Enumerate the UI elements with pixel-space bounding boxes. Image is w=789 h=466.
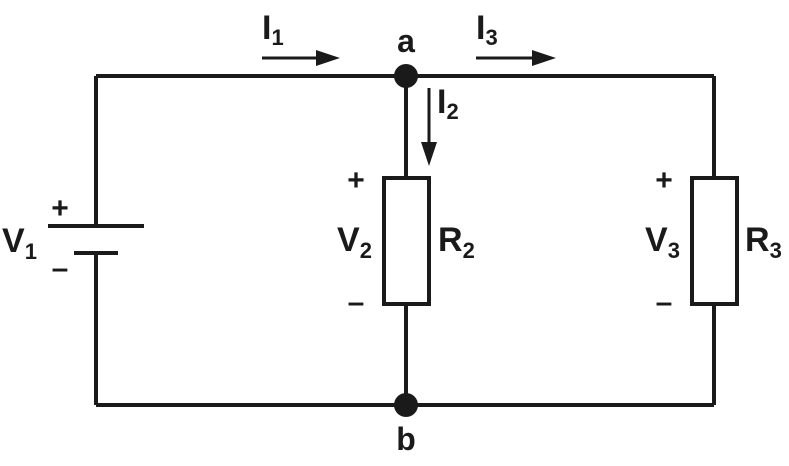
v3-label: V3 bbox=[645, 221, 680, 263]
resistor-r3 bbox=[690, 176, 739, 306]
branch-3-labels: + V3 – R3 bbox=[645, 164, 782, 319]
current-i1-arrow-head bbox=[316, 50, 340, 66]
v3-plus: + bbox=[655, 164, 673, 197]
current-i1: I1 bbox=[262, 9, 340, 66]
node-b-label: b bbox=[396, 421, 416, 457]
resistor-r2 bbox=[382, 176, 431, 306]
source-v1-label: V1 bbox=[2, 222, 37, 264]
current-i3-arrow-head bbox=[532, 50, 556, 66]
r3-label: R3 bbox=[745, 221, 782, 263]
current-i2: I2 bbox=[421, 83, 459, 166]
r2-label: R2 bbox=[438, 221, 475, 263]
current-i2-label: I2 bbox=[437, 83, 459, 124]
current-i2-arrow-head bbox=[421, 142, 437, 166]
current-i3-label: I3 bbox=[476, 9, 498, 50]
battery-v1 bbox=[48, 224, 144, 255]
node-b-dot bbox=[394, 393, 418, 417]
v3-minus: – bbox=[656, 286, 673, 319]
branch-2-labels: + V2 – R2 bbox=[337, 164, 475, 319]
node-a-dot bbox=[394, 64, 418, 88]
source-v1-plus: + bbox=[51, 192, 69, 225]
v2-label: V2 bbox=[337, 221, 372, 263]
v2-minus: – bbox=[348, 286, 365, 319]
current-i1-label: I1 bbox=[262, 9, 284, 50]
source-v1-minus: – bbox=[52, 252, 69, 285]
source-v1-labels: V1 + – bbox=[2, 192, 69, 285]
node-a-label: a bbox=[397, 23, 415, 59]
v2-plus: + bbox=[347, 164, 365, 197]
current-i3: I3 bbox=[476, 9, 556, 66]
